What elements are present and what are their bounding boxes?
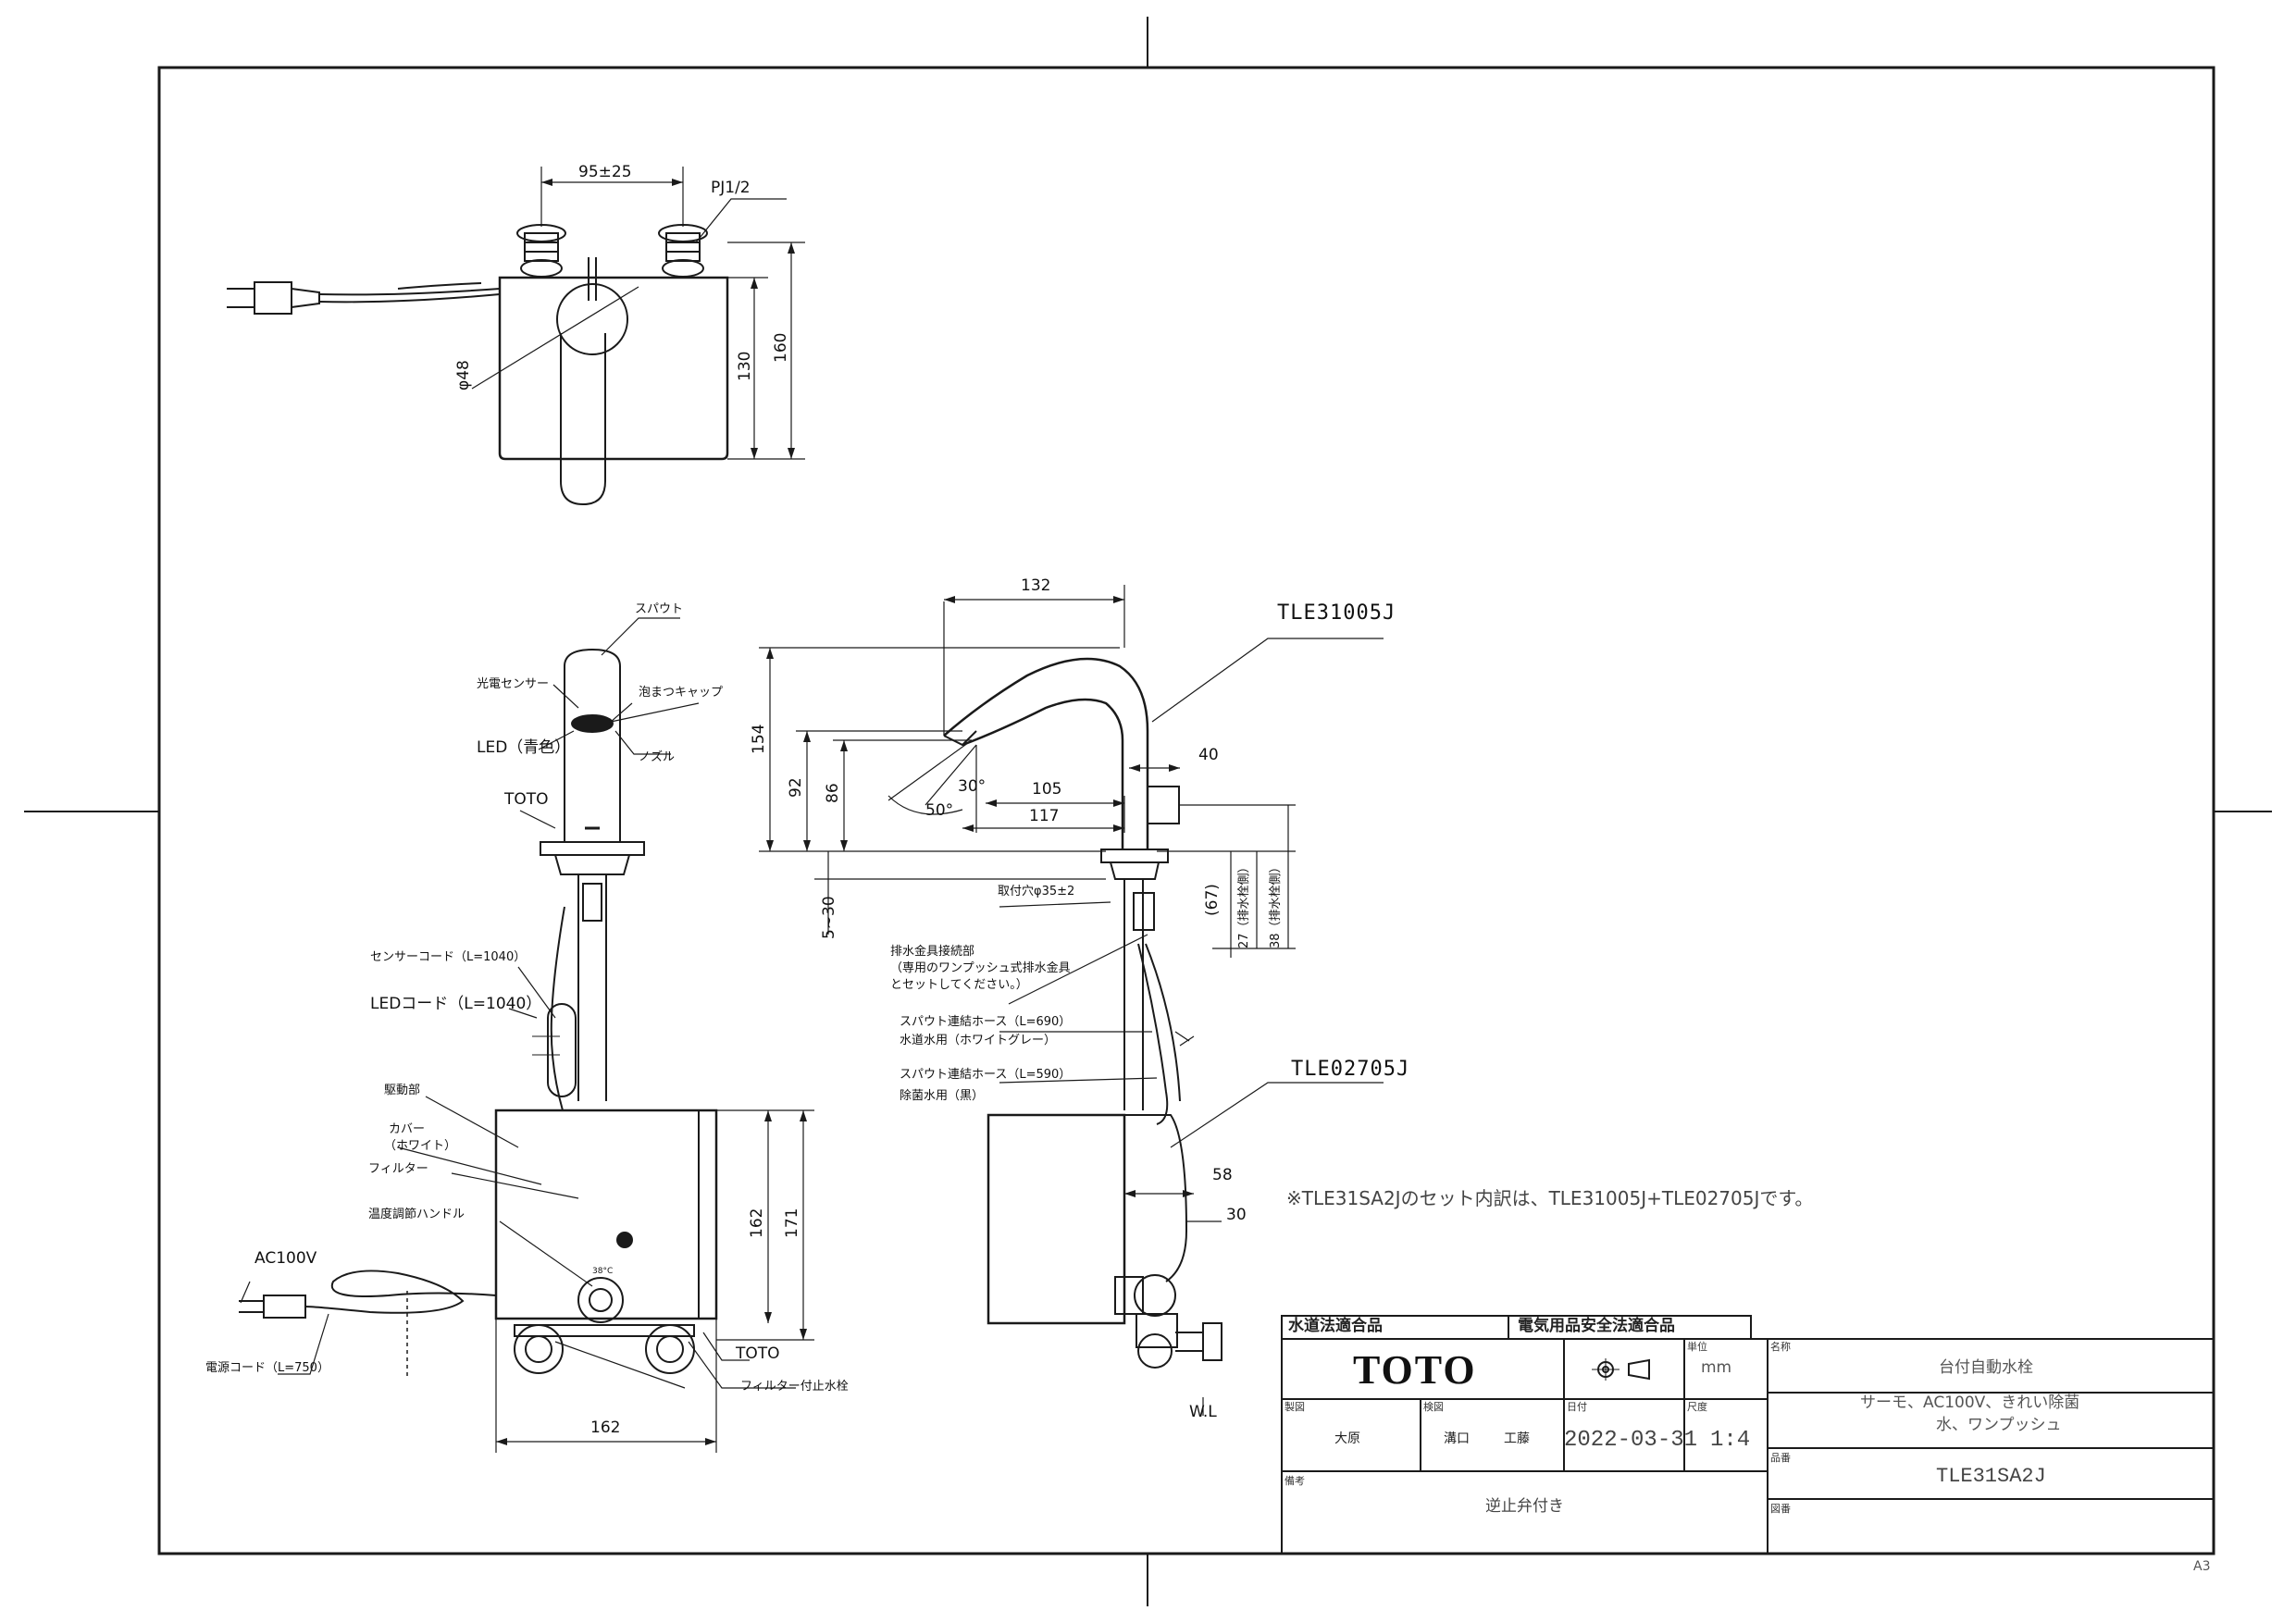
label-led-cord: LEDコード（L=1040）	[370, 995, 542, 1013]
angle-50: 50°	[925, 801, 954, 820]
label-hose-590-sub: 除菌水用（黒）	[900, 1089, 985, 1103]
dim-162-vertical: 162	[748, 1208, 766, 1238]
label-led: LED（青色）	[477, 738, 571, 757]
thread-label: PJ1/2	[711, 179, 751, 197]
product-name: 台付自動水栓	[1939, 1358, 2033, 1377]
drawing-date: 2022-03-31	[1564, 1428, 1698, 1453]
drawn-caption: 製図	[1285, 1401, 1305, 1413]
drawn-by: 大原	[1334, 1431, 1360, 1446]
dim-spacing: 95±25	[578, 163, 632, 181]
top-view	[227, 167, 805, 506]
label-power-cord: 電源コード（L=750）	[205, 1361, 329, 1375]
sheet-size: A3	[2193, 1559, 2211, 1574]
unit-value: mm	[1701, 1358, 1732, 1377]
scale-caption: 尺度	[1687, 1401, 1707, 1413]
product-description-1: サーモ、AC100V、きれい除菌	[1860, 1394, 2080, 1412]
power-plug-top	[227, 281, 501, 315]
label-hose-690-sub: 水道水用（ホワイトグレー）	[900, 1034, 1057, 1047]
title-block-frame	[1281, 1315, 2215, 1555]
dim-154: 154	[750, 724, 768, 754]
supply-connector-right	[658, 224, 708, 278]
label-toto-mark: TOTO	[504, 790, 549, 809]
dim-diameter: φ48	[454, 360, 473, 390]
checked-by-1: 溝口	[1444, 1431, 1470, 1446]
label-toto-unit: TOTO	[736, 1344, 780, 1363]
dim-38: 38（排水栓側）	[1269, 861, 1283, 948]
dim-162-horizontal: 162	[590, 1419, 621, 1437]
part-faucet: TLE31005J	[1277, 601, 1396, 625]
label-drain-connection-note-2: とセットしてください。）	[890, 978, 1028, 992]
label-drive-unit: 駆動部	[384, 1084, 421, 1097]
label-filter-valve: フィルター付止水栓	[740, 1380, 849, 1394]
unit-caption: 単位	[1687, 1341, 1707, 1353]
label-sensor: 光電センサー	[477, 677, 550, 691]
model-caption: 品番	[1770, 1452, 1791, 1464]
dim-27: 27（排水栓側）	[1237, 861, 1251, 948]
label-hose-690: スパウト連結ホース（L=690）	[900, 1015, 1072, 1029]
angle-30: 30°	[958, 777, 987, 796]
brand-logo: TOTO	[1353, 1347, 1477, 1393]
sheet-border	[24, 17, 2272, 1606]
label-ac100v: AC100V	[254, 1249, 317, 1268]
cert-electric-safety: 電気用品安全法適合品	[1518, 1317, 1675, 1335]
label-drain-connection: 排水金具接続部	[890, 945, 975, 959]
set-composition-note: ※TLE31SA2Jのセット内訳は、TLE31005J+TLE02705Jです。	[1286, 1187, 1814, 1209]
dim-130: 130	[736, 351, 754, 381]
drawing-scale: 1:4	[1710, 1428, 1751, 1453]
dim-132: 132	[1021, 576, 1051, 595]
product-description-2: 水、ワンプッシュ	[1936, 1416, 2062, 1434]
part-unit: TLE02705J	[1291, 1058, 1410, 1081]
checked-caption: 検図	[1423, 1401, 1444, 1413]
supply-connector-left	[516, 224, 566, 278]
remarks: 逆止弁付き	[1485, 1497, 1564, 1516]
dim-30: 30	[1226, 1206, 1247, 1224]
drawing-number-caption: 図番	[1770, 1503, 1791, 1515]
label-mounting-hole: 取付穴φ35±2	[998, 885, 1075, 898]
label-drain-connection-note-1: （専用のワンプッシュ式排水金具	[890, 961, 1071, 975]
dim-86: 86	[824, 783, 842, 803]
model-number: TLE31SA2J	[1936, 1465, 2046, 1488]
dim-5-30: 5~30	[820, 896, 838, 939]
label-filter: フィルター	[368, 1162, 428, 1176]
label-cover-color: （ホワイト）	[384, 1139, 457, 1153]
dim-67: (67)	[1203, 884, 1222, 916]
checked-by-2: 工藤	[1504, 1431, 1530, 1446]
dim-105: 105	[1032, 780, 1062, 799]
label-nozzle: ノズル	[639, 750, 676, 764]
dim-117: 117	[1029, 807, 1060, 825]
label-foam-cap: 泡まつキャップ	[639, 686, 724, 700]
label-cover: カバー	[389, 1122, 426, 1136]
name-caption: 名称	[1770, 1341, 1791, 1353]
dim-92: 92	[787, 777, 805, 798]
label-temp-handle: 温度調節ハンドル	[368, 1208, 465, 1221]
front-view	[239, 617, 814, 1453]
dim-58: 58	[1212, 1166, 1233, 1184]
dim-171: 171	[783, 1208, 801, 1238]
temp-mark: 38°C	[592, 1267, 614, 1276]
side-view	[759, 585, 1384, 1416]
remarks-caption: 備考	[1285, 1475, 1305, 1487]
cert-water-law: 水道法適合品	[1288, 1317, 1383, 1335]
dim-160: 160	[772, 332, 790, 363]
label-hose-590: スパウト連結ホース（L=590）	[900, 1068, 1072, 1082]
label-sensor-cord: センサーコード（L=1040）	[370, 950, 527, 964]
label-water-level: W.L	[1189, 1403, 1217, 1421]
date-caption: 日付	[1567, 1401, 1587, 1413]
dim-40: 40	[1198, 746, 1219, 764]
label-spout: スパウト	[635, 602, 684, 616]
